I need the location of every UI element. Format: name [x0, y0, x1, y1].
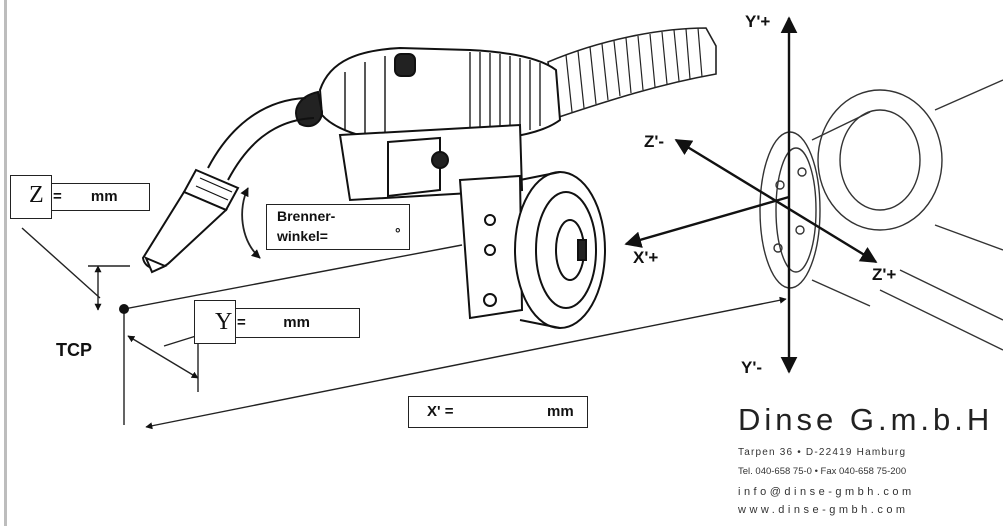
z-offset-field: = mm: [48, 183, 150, 211]
torch-body: [295, 46, 562, 144]
torch-mount: [338, 123, 606, 329]
y-letter-box: Y: [194, 300, 236, 344]
x-offset-unit: mm: [547, 403, 574, 420]
workpiece-flange: [759, 79, 1003, 351]
z-letter-box: Z: [10, 175, 52, 219]
brand-name: Dinse G.m.b.H: [738, 402, 994, 437]
brand-phone: Tel. 040-658 75-0 • Fax 040-658 75-200: [738, 466, 907, 477]
brand-web: www.dinse-gmbh.com: [738, 504, 909, 516]
reference-lines: [21, 187, 787, 430]
torch-neck: [141, 97, 315, 274]
torch-angle-line2: winkel=: [277, 228, 328, 244]
torch-hose: [547, 27, 717, 120]
y-offset-value: = mm: [237, 314, 310, 331]
y-letter: Y: [215, 309, 233, 335]
brand-email: info@dinse-gmbh.com: [738, 486, 915, 498]
brand-address: Tarpen 36 • D-22419 Hamburg: [738, 447, 907, 458]
x-offset-label: X' =: [427, 403, 454, 420]
y-offset-field: = mm: [232, 308, 360, 338]
torch-angle-unit: °: [395, 225, 401, 241]
z-offset-value: = mm: [53, 188, 118, 205]
coordinate-axes: [624, 16, 878, 374]
torch-angle-field: Brenner- winkel= °: [266, 204, 410, 250]
axis-label-y-minus: Y'-: [741, 358, 763, 377]
axis-label-x-plus: X'+: [633, 248, 659, 267]
x-offset-field: X' = mm: [408, 396, 588, 428]
torch-angle-line1: Brenner-: [277, 208, 336, 224]
axis-label-z-minus: Z'-: [644, 132, 665, 151]
axis-label-y-plus: Y'+: [745, 12, 771, 31]
x-axis-line: [624, 195, 790, 248]
z-axis-line: [674, 138, 878, 264]
left-margin-rule: [4, 0, 7, 526]
axis-label-z-plus: Z'+: [872, 265, 897, 284]
tcp-label: TCP: [56, 340, 92, 360]
z-letter: Z: [29, 182, 44, 208]
tcp-point: [119, 304, 129, 314]
